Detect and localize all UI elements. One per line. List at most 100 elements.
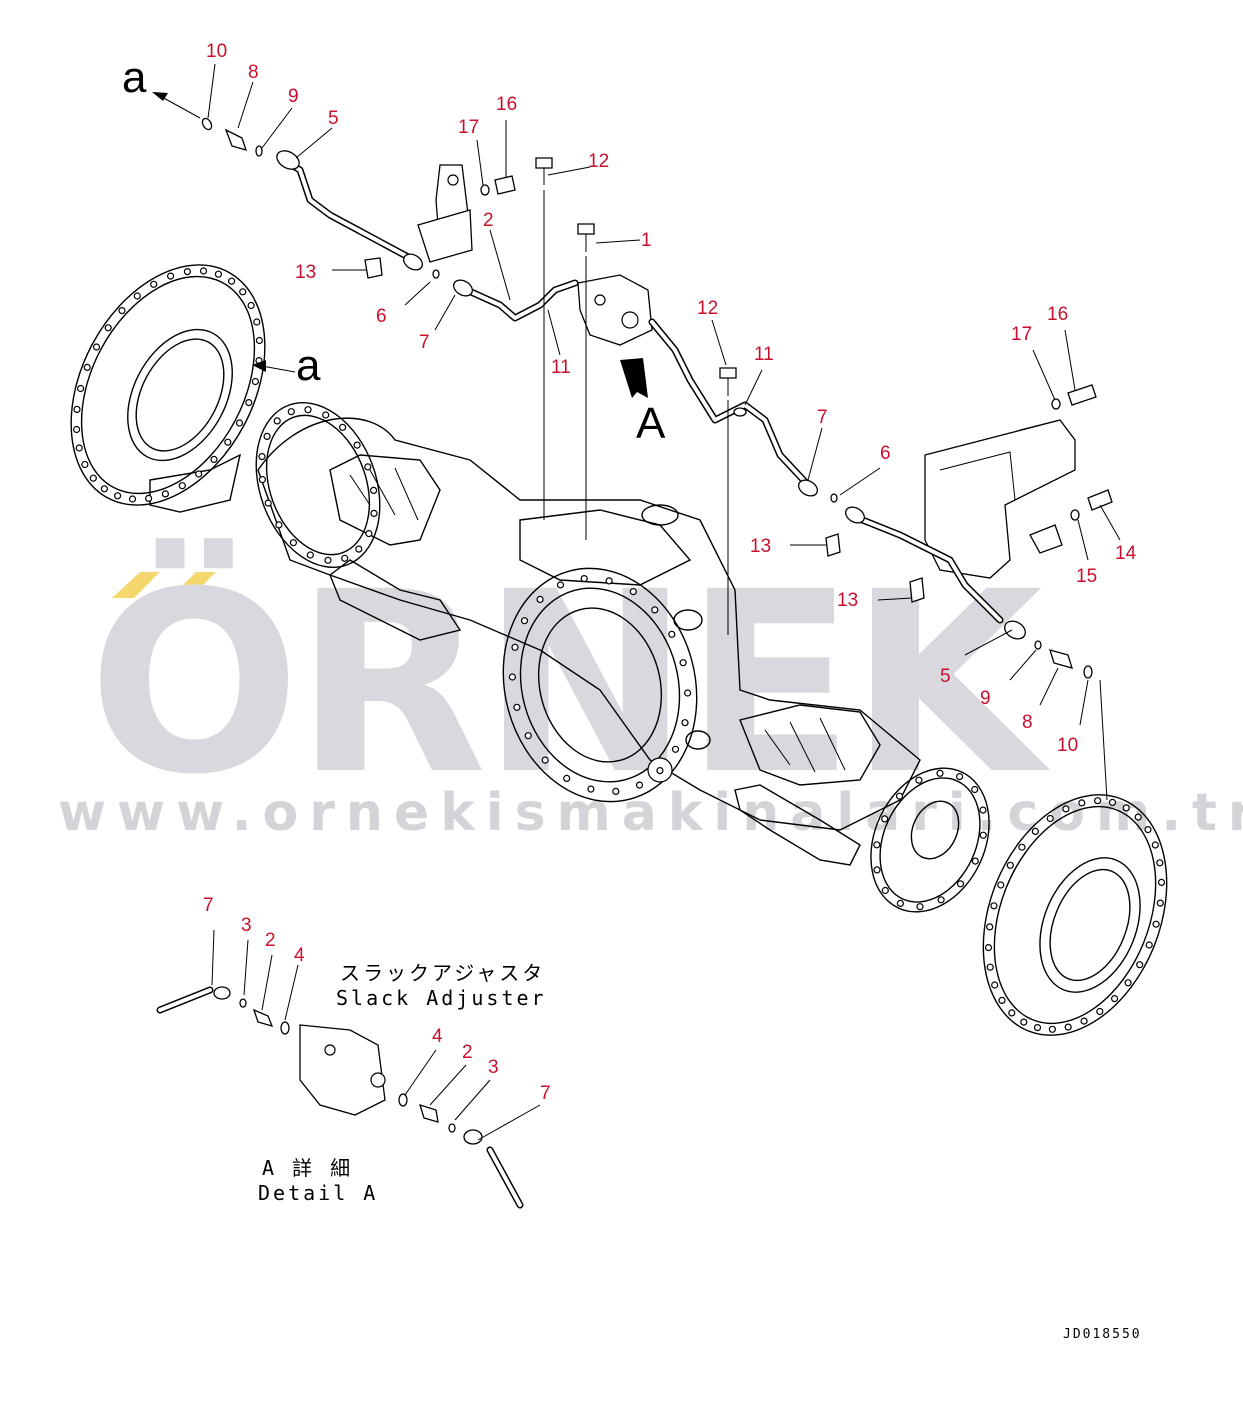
bolt-hole	[1145, 941, 1153, 949]
bolt-hole	[1046, 814, 1054, 823]
bolt-hole	[1156, 899, 1164, 907]
view-labels: a a A	[122, 53, 666, 448]
bolt-hole	[998, 996, 1006, 1005]
callout-2: 2	[483, 210, 494, 231]
bolt-hole	[199, 267, 208, 275]
bolt-hole	[289, 539, 297, 547]
callout-17: 17	[1011, 324, 1032, 345]
bolt-hole	[986, 963, 994, 971]
bolt-hole	[587, 785, 595, 793]
bolt-hole	[979, 806, 987, 814]
bolt-hole	[1096, 1007, 1104, 1016]
bolt-hole	[118, 307, 126, 315]
bolt-hole	[92, 343, 101, 351]
callout-10: 10	[206, 41, 227, 62]
bolt-hole	[370, 509, 378, 518]
bolt-hole	[1144, 825, 1152, 834]
bolt-holes	[72, 267, 1166, 1033]
callout-9: 9	[980, 688, 991, 709]
bolt-hole	[990, 902, 998, 910]
bolt-hole	[355, 545, 363, 553]
bolt-hole	[1064, 1023, 1072, 1031]
bolt-hole	[1006, 861, 1014, 869]
bolt-hole	[273, 417, 281, 425]
bolt-hole	[235, 419, 244, 427]
bolt-hole	[1124, 979, 1132, 987]
fittings	[201, 117, 1113, 1145]
callout-13: 13	[295, 262, 316, 283]
bolt-hole	[508, 673, 517, 681]
bolt-hole	[1151, 841, 1159, 849]
callout-16: 16	[496, 94, 517, 115]
bolt-hole	[956, 880, 965, 888]
bolt-hole	[520, 617, 529, 625]
bolt-hole	[1110, 994, 1119, 1003]
view-label-A: A	[636, 399, 666, 448]
bolt-hole	[113, 492, 122, 500]
callout-12: 12	[588, 151, 609, 172]
callouts: 10 8 9 5 17 16 12 2 1 13 6 7 11 12 11 7 …	[203, 41, 1137, 1104]
bolt-hole	[370, 486, 378, 494]
axle-housing	[255, 401, 921, 866]
callout-3: 3	[241, 915, 252, 936]
bolt-hole	[263, 432, 271, 440]
callout-16: 16	[1047, 304, 1068, 325]
bolt-hole	[304, 406, 312, 414]
bolt-hole	[178, 482, 186, 490]
view-label-a-top: a	[122, 53, 147, 102]
bolt-hole	[353, 441, 361, 449]
bolt-hole	[247, 301, 255, 310]
view-label-a-disc: a	[296, 341, 321, 390]
bolt-hole	[997, 881, 1005, 889]
bolt-hole	[1062, 805, 1070, 813]
bracket-right	[924, 419, 1076, 579]
document-id: JD018550	[1063, 1327, 1142, 1342]
caption-slack-en: Slack Adjuster	[336, 986, 547, 1010]
callout-5: 5	[328, 108, 339, 129]
bolt-hole	[75, 444, 83, 452]
bolt-hole	[72, 425, 81, 434]
pipes	[156, 154, 1004, 1209]
bolt-hole	[671, 745, 680, 753]
callout-11: 11	[754, 344, 774, 365]
watermark: ÖRNEK www.ornekismakinalari.com.tr	[58, 538, 1243, 843]
bolt-hole	[651, 606, 659, 614]
bolt-hole	[228, 277, 236, 285]
bolt-hole	[536, 595, 544, 604]
bolt-hole	[324, 556, 332, 564]
bolt-hole	[937, 896, 945, 904]
arrow-big-A	[620, 358, 648, 398]
bolt-hole	[341, 554, 349, 562]
bolt-hole	[1152, 920, 1160, 928]
caption-slack-jp: スラックアジャスタ	[340, 961, 545, 985]
bolt-hole	[195, 470, 203, 478]
bolt-hole	[679, 659, 687, 667]
callout-7: 7	[203, 895, 214, 916]
bolt-hole	[541, 756, 549, 764]
bolt-hole	[563, 774, 571, 783]
bolt-hole	[915, 776, 923, 784]
bolt-hole	[214, 270, 222, 278]
bolt-hole	[287, 408, 295, 416]
callout-7: 7	[419, 332, 430, 353]
bolt-hole	[1078, 799, 1086, 807]
callout-4: 4	[432, 1026, 443, 1047]
bolt-hole	[955, 772, 964, 781]
bolt-hole	[656, 766, 664, 775]
bolt-hole	[128, 495, 137, 503]
bolt-hole	[556, 581, 565, 589]
bolt-hole	[365, 529, 373, 538]
bolt-hole	[873, 866, 881, 874]
bolt-hole	[984, 943, 993, 952]
bolt-hole	[605, 577, 613, 585]
bolt-hole	[1134, 813, 1142, 821]
bolt-hole	[83, 363, 91, 371]
bracket-left	[417, 164, 473, 263]
bolt-hole	[104, 324, 112, 332]
bolt-hole	[683, 689, 692, 697]
bolt-hole	[1008, 1009, 1016, 1017]
watermark-url: www.ornekismakinalari.com.tr	[58, 783, 1243, 843]
bolt-hole	[145, 494, 153, 502]
callout-2: 2	[462, 1042, 473, 1063]
